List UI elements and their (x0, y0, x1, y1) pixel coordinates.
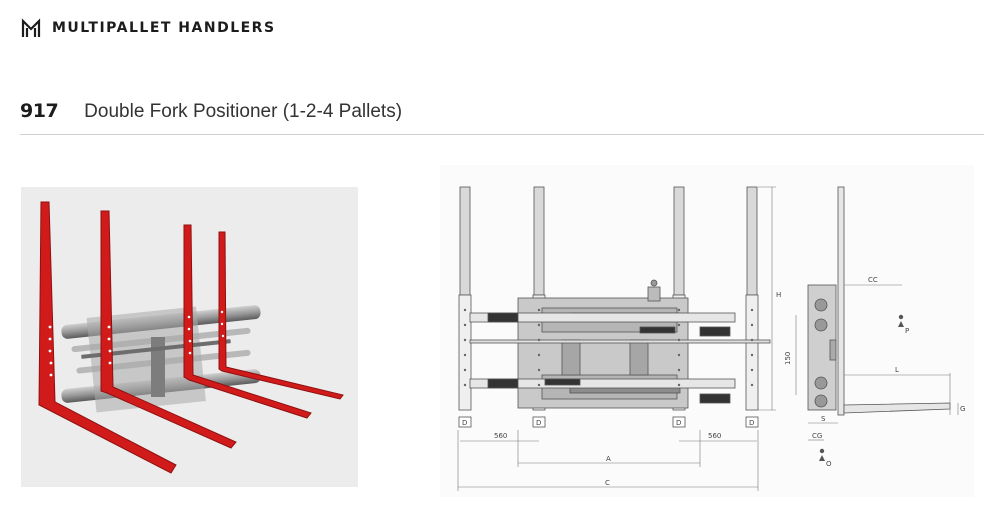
heading-divider (20, 134, 984, 135)
label-560-left: 560 (494, 432, 507, 440)
port-symbols (819, 314, 904, 461)
label-p: P (905, 327, 909, 335)
dimension-lines (457, 186, 776, 491)
label-c: C (605, 479, 610, 487)
label-a: A (606, 455, 611, 463)
model-code: 917 (20, 100, 59, 122)
label-d3: D (676, 419, 681, 427)
side-dimension-lines (795, 284, 959, 441)
forks (38, 201, 344, 474)
dimension-drawing: D D D D 560 560 A C H 150 CC L S CG G P … (457, 186, 965, 491)
side-view (807, 186, 951, 416)
brand-name: MULTIPALLET HANDLERS (52, 20, 276, 36)
fork-holes (48, 310, 225, 377)
label-560-right: 560 (708, 432, 721, 440)
label-d1: D (462, 419, 467, 427)
label-l: L (895, 366, 899, 374)
page-title: Double Fork Positioner (1-2-4 Pallets) (84, 101, 403, 122)
dimension-labels: D D D D 560 560 A C H 150 CC L S CG G P … (462, 276, 965, 487)
front-view (458, 186, 771, 428)
product-image (21, 187, 358, 487)
label-h: H (776, 291, 781, 299)
label-d4: D (749, 419, 754, 427)
label-150: 150 (784, 352, 792, 365)
fork-positioner-render (38, 201, 344, 474)
label-s: S (821, 415, 826, 423)
product-heading: 917 Double Fork Positioner (1-2-4 Pallet… (20, 100, 402, 123)
label-g: G (960, 405, 965, 413)
label-o: O (826, 460, 832, 468)
label-cg: CG (812, 432, 822, 440)
label-d2: D (536, 419, 541, 427)
site-header: MULTIPALLET HANDLERS (20, 14, 276, 42)
technical-drawing: D D D D 560 560 A C H 150 CC L S CG G P … (440, 165, 974, 497)
mh-logo-icon (21, 18, 41, 37)
carriage-frame (61, 305, 261, 413)
label-cc: CC (868, 276, 878, 284)
